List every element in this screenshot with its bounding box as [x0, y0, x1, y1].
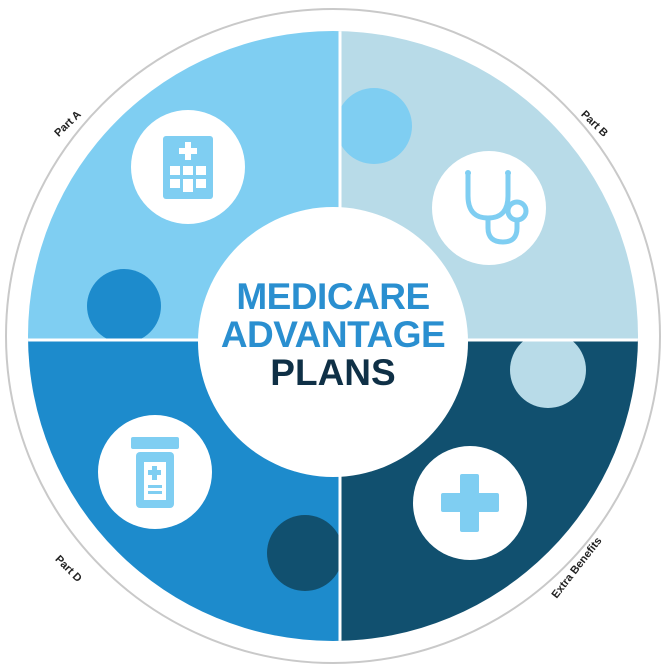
title-line-advantage: ADVANTAGE: [220, 314, 446, 355]
medical-cross-icon: [413, 446, 527, 560]
title-line-plans: PLANS: [270, 352, 396, 393]
center-title: MEDICARE ADVANTAGE PLANS: [202, 278, 464, 392]
prescription-bottle-icon: [98, 415, 212, 529]
stethoscope-icon: [432, 151, 546, 265]
puzzle-tab-top: [336, 88, 412, 164]
hospital-building-icon: [131, 110, 245, 224]
puzzle-tab-left: [87, 269, 161, 343]
center-circle: [198, 207, 468, 477]
puzzle-tab-right: [510, 332, 586, 408]
title-line-medicare: MEDICARE: [236, 276, 430, 317]
puzzle-tab-bottom: [267, 515, 343, 591]
